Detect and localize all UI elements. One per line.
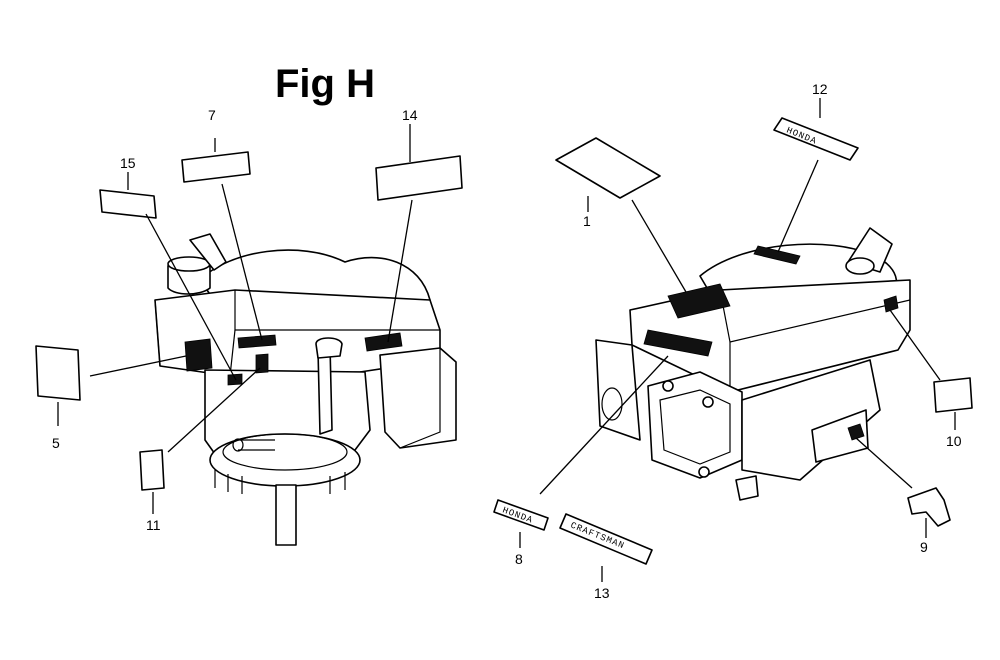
honda-badge-top: HONDA [773, 117, 859, 161]
callout-10: 10 [946, 433, 962, 449]
callout-14: 14 [402, 107, 418, 123]
callout-5: 5 [52, 435, 60, 451]
callout-8: 8 [515, 551, 523, 567]
label-part-5 [35, 345, 81, 401]
callout-11: 11 [146, 517, 161, 533]
honda-badge-side: HONDA [493, 499, 549, 531]
label-part-7 [181, 151, 251, 183]
label-part-14 [375, 155, 463, 201]
callout-1: 1 [583, 213, 591, 229]
label-part-1 [555, 137, 661, 199]
label-part-10 [933, 377, 973, 413]
callout-15: 15 [120, 155, 136, 171]
figure-title: Fig H [275, 62, 375, 106]
callout-9: 9 [920, 539, 928, 555]
craftsman-badge: CRAFTSMAN [559, 513, 653, 565]
callout-13: 13 [594, 585, 610, 601]
callout-12: 12 [812, 81, 828, 97]
left-engine [154, 233, 457, 546]
label-part-9 [907, 487, 951, 527]
label-part-15 [99, 189, 157, 219]
right-engine [595, 227, 911, 501]
callout-7: 7 [208, 107, 216, 123]
label-part-11 [139, 449, 165, 491]
